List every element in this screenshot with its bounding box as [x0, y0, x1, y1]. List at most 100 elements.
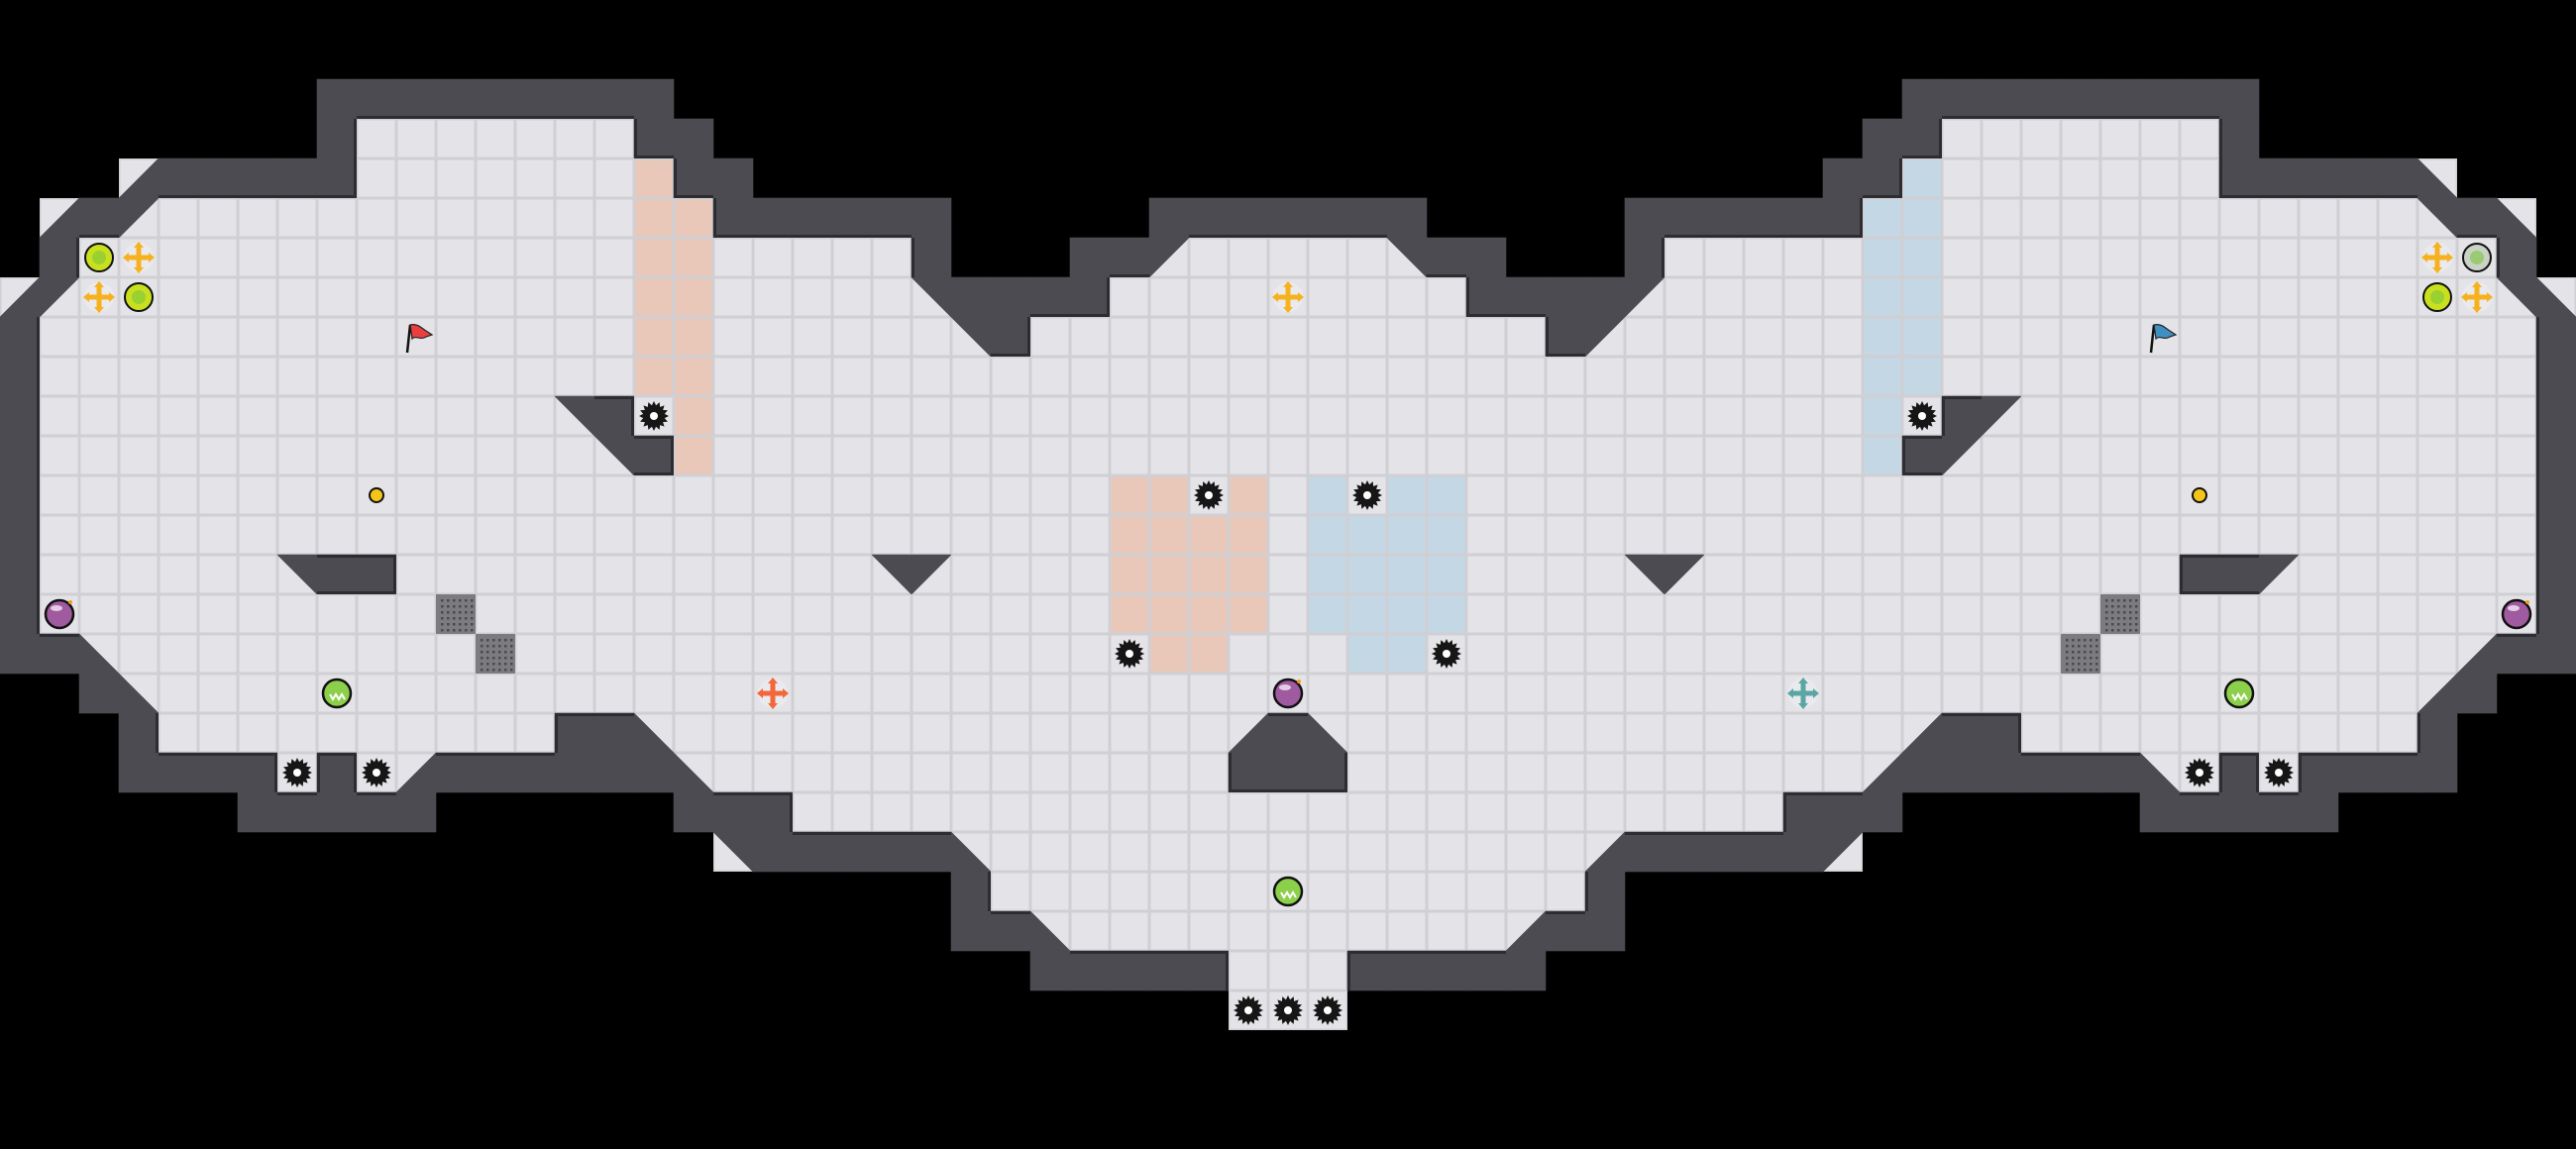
- gate-hole: [2135, 629, 2138, 632]
- floor-tile-face: [2300, 239, 2337, 276]
- floor-tile-face: [675, 476, 712, 514]
- floor-tile-face: [1269, 437, 1307, 474]
- floor-tile-face: [477, 239, 514, 276]
- wall-tile: [1981, 78, 2022, 120]
- wall-tile: [2416, 712, 2458, 754]
- gate-hole: [510, 639, 513, 642]
- rolling-bomb-icon: [1272, 876, 1304, 907]
- wall-edge: [594, 116, 634, 119]
- floor-tile-face: [1943, 239, 1981, 276]
- floor-tile-face: [1665, 516, 1703, 554]
- gate-hole: [498, 657, 501, 660]
- floor-tile-face: [2379, 675, 2416, 712]
- floor-tile-face: [358, 120, 395, 157]
- wall-tile: [1862, 791, 1903, 833]
- wall-tile: [2179, 78, 2220, 120]
- floor-tile-face: [2141, 635, 2179, 673]
- floor-tile-face: [2101, 476, 2139, 514]
- floor-tile-face: [2141, 595, 2179, 633]
- floor-tile-face: [556, 358, 593, 395]
- floor-tile-face: [1586, 397, 1624, 435]
- wall-tile: [39, 237, 80, 278]
- gate-hole: [447, 599, 450, 602]
- floor-tile-face: [278, 278, 316, 316]
- floor-tile-face: [1903, 595, 1941, 633]
- gate-icon: [2100, 594, 2140, 634]
- floor-tile-face: [833, 437, 871, 474]
- gate-hole: [2066, 657, 2069, 660]
- wall-edge: [159, 753, 198, 756]
- red-endzone-tile-face: [1111, 516, 1148, 554]
- wall-tile: [1624, 237, 1665, 278]
- floor-tile-face: [2300, 318, 2337, 356]
- wall-tile: [2298, 791, 2339, 833]
- floor-tile-face: [397, 159, 435, 197]
- wall-edge: [1783, 792, 1786, 832]
- gate-hole: [459, 617, 462, 620]
- spike-hole: [373, 769, 380, 777]
- wall-edge: [37, 594, 40, 634]
- floor-tile-face: [1428, 754, 1465, 791]
- floor-tile-face: [2300, 397, 2337, 435]
- floor-tile-face: [1547, 833, 1584, 871]
- wall-tile: [871, 197, 912, 239]
- boost-icon: [2421, 242, 2453, 273]
- floor-tile-face: [160, 675, 197, 712]
- gate-hole: [2111, 599, 2114, 602]
- floor-tile-face: [2181, 675, 2218, 712]
- floor-tile-face: [2498, 358, 2535, 395]
- floor-tile-face: [595, 635, 633, 673]
- floor-tile-face: [2181, 397, 2218, 435]
- gate-hole: [510, 651, 513, 654]
- gate-hole: [2095, 657, 2098, 660]
- floor-tile-face: [1111, 873, 1148, 910]
- floor-tile-face: [358, 159, 395, 197]
- gate-hole: [2090, 639, 2093, 642]
- wall-tile: [1426, 237, 1467, 278]
- floor-tile-face: [1864, 516, 1901, 554]
- floor-tile-face: [1547, 714, 1584, 752]
- wall-tile: [1981, 752, 2022, 793]
- gate-hole: [2123, 605, 2126, 608]
- floor-tile-face: [1943, 159, 1981, 197]
- floor-tile-face: [278, 437, 316, 474]
- floor-tile-face: [1665, 754, 1703, 791]
- floor-tile-face: [120, 516, 158, 554]
- floor-tile-face: [754, 635, 792, 673]
- floor-tile-face: [2062, 239, 2099, 276]
- boost-arrow: [123, 253, 129, 262]
- wall-edge: [631, 396, 634, 436]
- boost-icon: [2461, 281, 2493, 313]
- floor-tile-face: [2181, 358, 2218, 395]
- floor-tile-face: [1428, 358, 1465, 395]
- wall-edge: [2219, 753, 2222, 792]
- boost-arrow: [2472, 307, 2482, 313]
- floor-tile-face: [2101, 714, 2139, 752]
- floor-tile-face: [2458, 595, 2496, 633]
- floor-tile-face: [714, 397, 752, 435]
- red-endzone-tile-face: [635, 358, 673, 395]
- gate-hole: [2105, 599, 2108, 602]
- floor-tile-face: [358, 239, 395, 276]
- wall-tile: [2416, 752, 2458, 793]
- floor-tile-face: [477, 159, 514, 197]
- gate-hole: [441, 611, 444, 614]
- wall-edge: [1823, 235, 1863, 238]
- floor-tile-face: [595, 595, 633, 633]
- wall-edge: [354, 158, 357, 198]
- floor-tile-face: [1507, 516, 1545, 554]
- floor-tile-face: [160, 278, 197, 316]
- wall-tile: [2139, 791, 2181, 833]
- floor-tile-face: [358, 278, 395, 316]
- floor-tile-face: [1348, 793, 1386, 831]
- floor-tile-face: [1824, 556, 1862, 593]
- boost-icon: [1272, 281, 1304, 313]
- floor-tile-face: [1071, 754, 1109, 791]
- red-boost-icon: [757, 678, 789, 709]
- floor-tile-face: [1348, 318, 1386, 356]
- floor-tile-face: [477, 714, 514, 752]
- floor-tile-face: [2101, 556, 2139, 593]
- floor-tile-face: [2379, 516, 2416, 554]
- wall-tile: [2535, 554, 2576, 595]
- gate-hole: [2117, 611, 2120, 614]
